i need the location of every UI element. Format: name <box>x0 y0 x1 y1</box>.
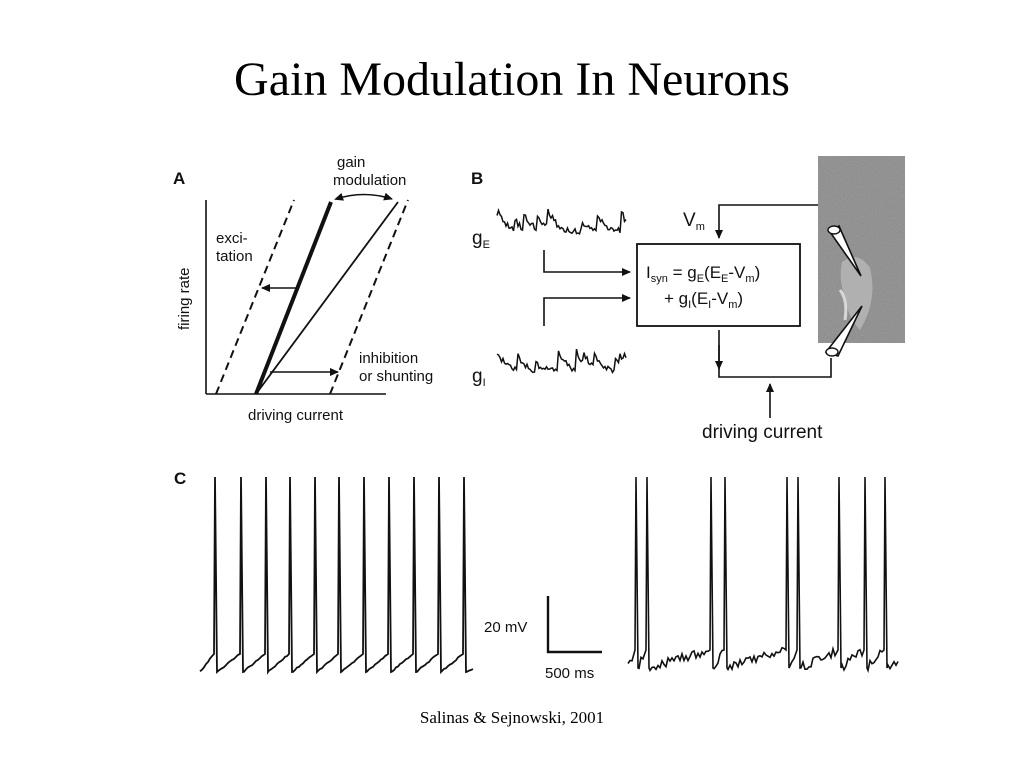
inhibition-label-line2: or shunting <box>359 368 433 385</box>
soma-highlight <box>838 289 848 321</box>
scale-bar-voltage-label: 20 mV <box>484 619 527 636</box>
gain-label-line2: modulation <box>333 172 406 189</box>
synaptic-current-box <box>636 243 801 327</box>
excitation-dashed-line <box>215 199 295 395</box>
gi-input-arrow <box>543 294 631 326</box>
ge-label: gE <box>472 228 490 251</box>
excitatory-conductance-trace <box>496 207 627 235</box>
gi-label: gI <box>472 366 486 389</box>
excitation-label-line1: exci- <box>216 230 248 247</box>
ge-input-arrow <box>543 250 631 276</box>
citation: Salinas & Sejnowski, 2001 <box>419 708 605 727</box>
gain-label-line1: gain <box>337 154 365 171</box>
panel-c-letter: C <box>174 469 186 488</box>
panel-c: C 20 mV 500 ms <box>174 469 899 682</box>
equation-line1: Isyn = gE(EE-Vm) <box>646 263 760 285</box>
recording-electrode-tip <box>827 225 841 235</box>
irregular-spike-train <box>627 476 899 674</box>
y-axis-label: firing rate <box>176 267 193 330</box>
panel-b: B gE gI Isyn = gE(EE-Vm) + gI(EI-Vm) Vm … <box>471 156 905 443</box>
panel-a: A gain modulation exci- tation inhibitio… <box>173 154 433 424</box>
scale-bar <box>546 596 602 654</box>
inhibition-label-line1: inhibition <box>359 350 418 367</box>
excitation-label-line2: tation <box>216 248 253 265</box>
neuron-soma <box>840 257 873 330</box>
inhibition-dashed-line <box>329 199 409 395</box>
slide-title: Gain Modulation In Neurons <box>234 53 790 106</box>
baseline-response-line <box>254 201 333 395</box>
gain-modulated-line <box>255 201 399 395</box>
output-wire <box>718 330 832 378</box>
vm-feedback-arrow <box>715 204 827 239</box>
gain-modulation-arrow <box>334 192 393 201</box>
panel-b-letter: B <box>471 169 483 188</box>
inhibitory-conductance-trace <box>496 348 627 375</box>
driving-current-label: driving current <box>702 422 823 443</box>
vm-label: Vm <box>683 210 705 233</box>
stimulating-electrode-tip <box>825 347 839 357</box>
regular-spike-train <box>199 476 474 675</box>
panel-a-letter: A <box>173 169 185 188</box>
scale-bar-time-label: 500 ms <box>545 665 594 682</box>
neuron-micrograph <box>818 156 905 343</box>
equation-line2: + gI(EI-Vm) <box>664 289 743 311</box>
x-axis-label: driving current <box>248 407 344 424</box>
